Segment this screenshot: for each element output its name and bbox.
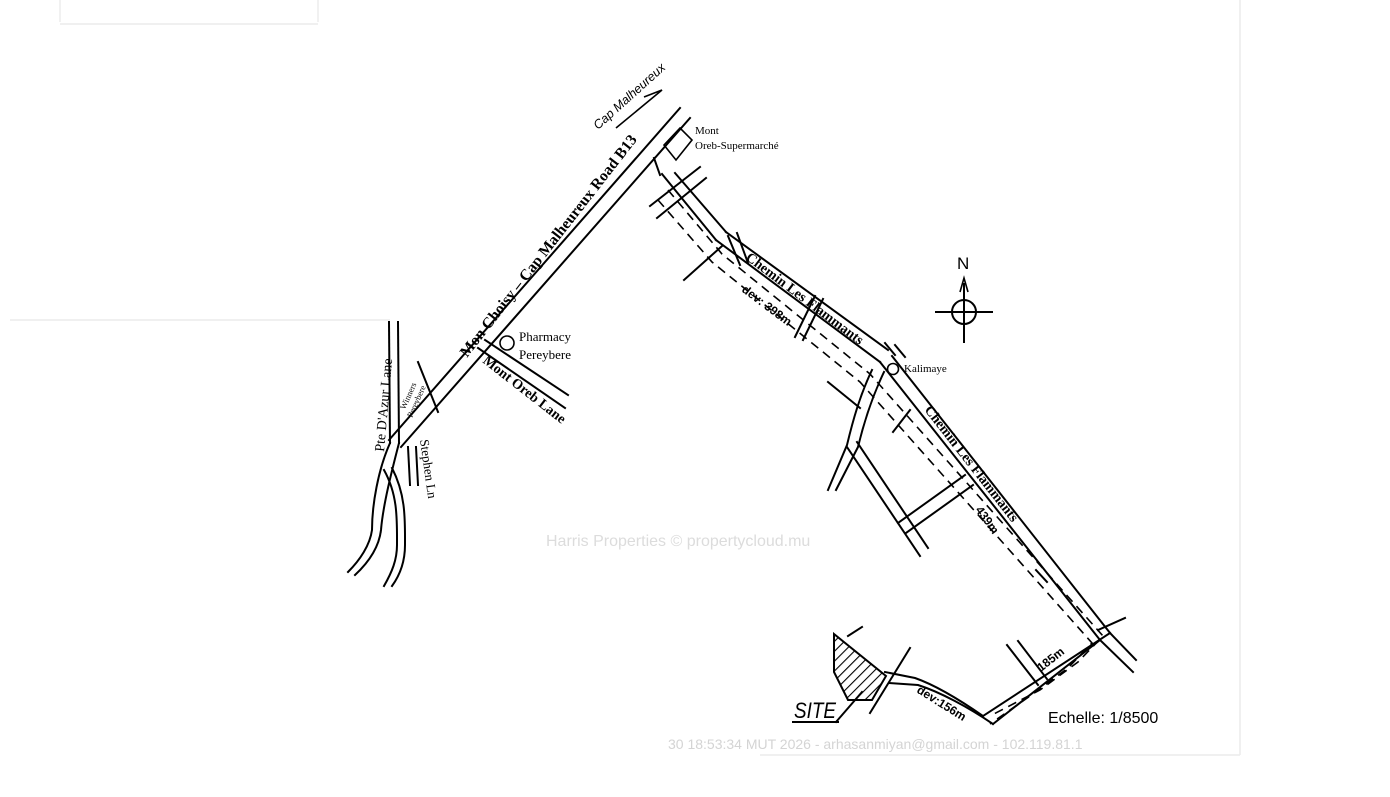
mont-oreb-lane — [476, 338, 570, 410]
scale-label: Echelle: 1/8500 — [1048, 710, 1158, 727]
site-parcel — [833, 631, 888, 701]
pte-dazur-lane-label: Pte D'Azur Lane — [373, 358, 396, 452]
north-arrow — [935, 275, 993, 343]
footer-stamp: 30 18:53:34 MUT 2026 - arhasanmiyan@gmai… — [668, 736, 1083, 752]
watermark: Harris Properties © propertycloud.mu — [546, 533, 810, 550]
kalimaye-marker — [886, 362, 900, 376]
pte-dazur-lane — [346, 320, 407, 588]
route-dashed — [667, 189, 1105, 717]
chemin-les-flammants-segment-1 — [660, 171, 907, 364]
cap-malheureux-arrow — [615, 89, 663, 129]
pharmacy-label-line1: Pharmacy — [519, 329, 571, 344]
winners-marker — [416, 360, 440, 414]
kalimaye-label: Kalimaye — [904, 363, 947, 375]
site-label: SITE — [794, 698, 836, 723]
north-label: N — [957, 254, 969, 273]
stephen-lane-label: Stephen Ln — [417, 438, 440, 500]
main-road-b13 — [387, 106, 692, 449]
mont-oreb-lane-label: Mont Oreb Lane — [480, 353, 569, 427]
supermarche-road-marks — [648, 156, 708, 220]
scan-artifacts — [10, 0, 1241, 756]
route-dashed-inner — [657, 199, 1094, 725]
pharmacy-label-line2: Pereybere — [519, 347, 571, 362]
pharmacy-marker — [499, 335, 515, 351]
road-to-site — [846, 625, 1112, 726]
west-branch-roads — [826, 368, 975, 558]
chemin-les-flammants-segment-2 — [878, 354, 1138, 674]
supermarche-label-line1: Mont — [695, 125, 719, 137]
cap-malheureux-label: Cap Malheureux — [591, 60, 669, 132]
stephen-lane — [406, 445, 420, 487]
supermarche-label-line2: Oreb-Supermarché — [695, 140, 779, 152]
site-leader-line — [834, 690, 864, 724]
main-road-label: Mon Choisy – Cap Malheureux Road B13 — [457, 132, 641, 361]
supermarche-building — [662, 126, 694, 162]
